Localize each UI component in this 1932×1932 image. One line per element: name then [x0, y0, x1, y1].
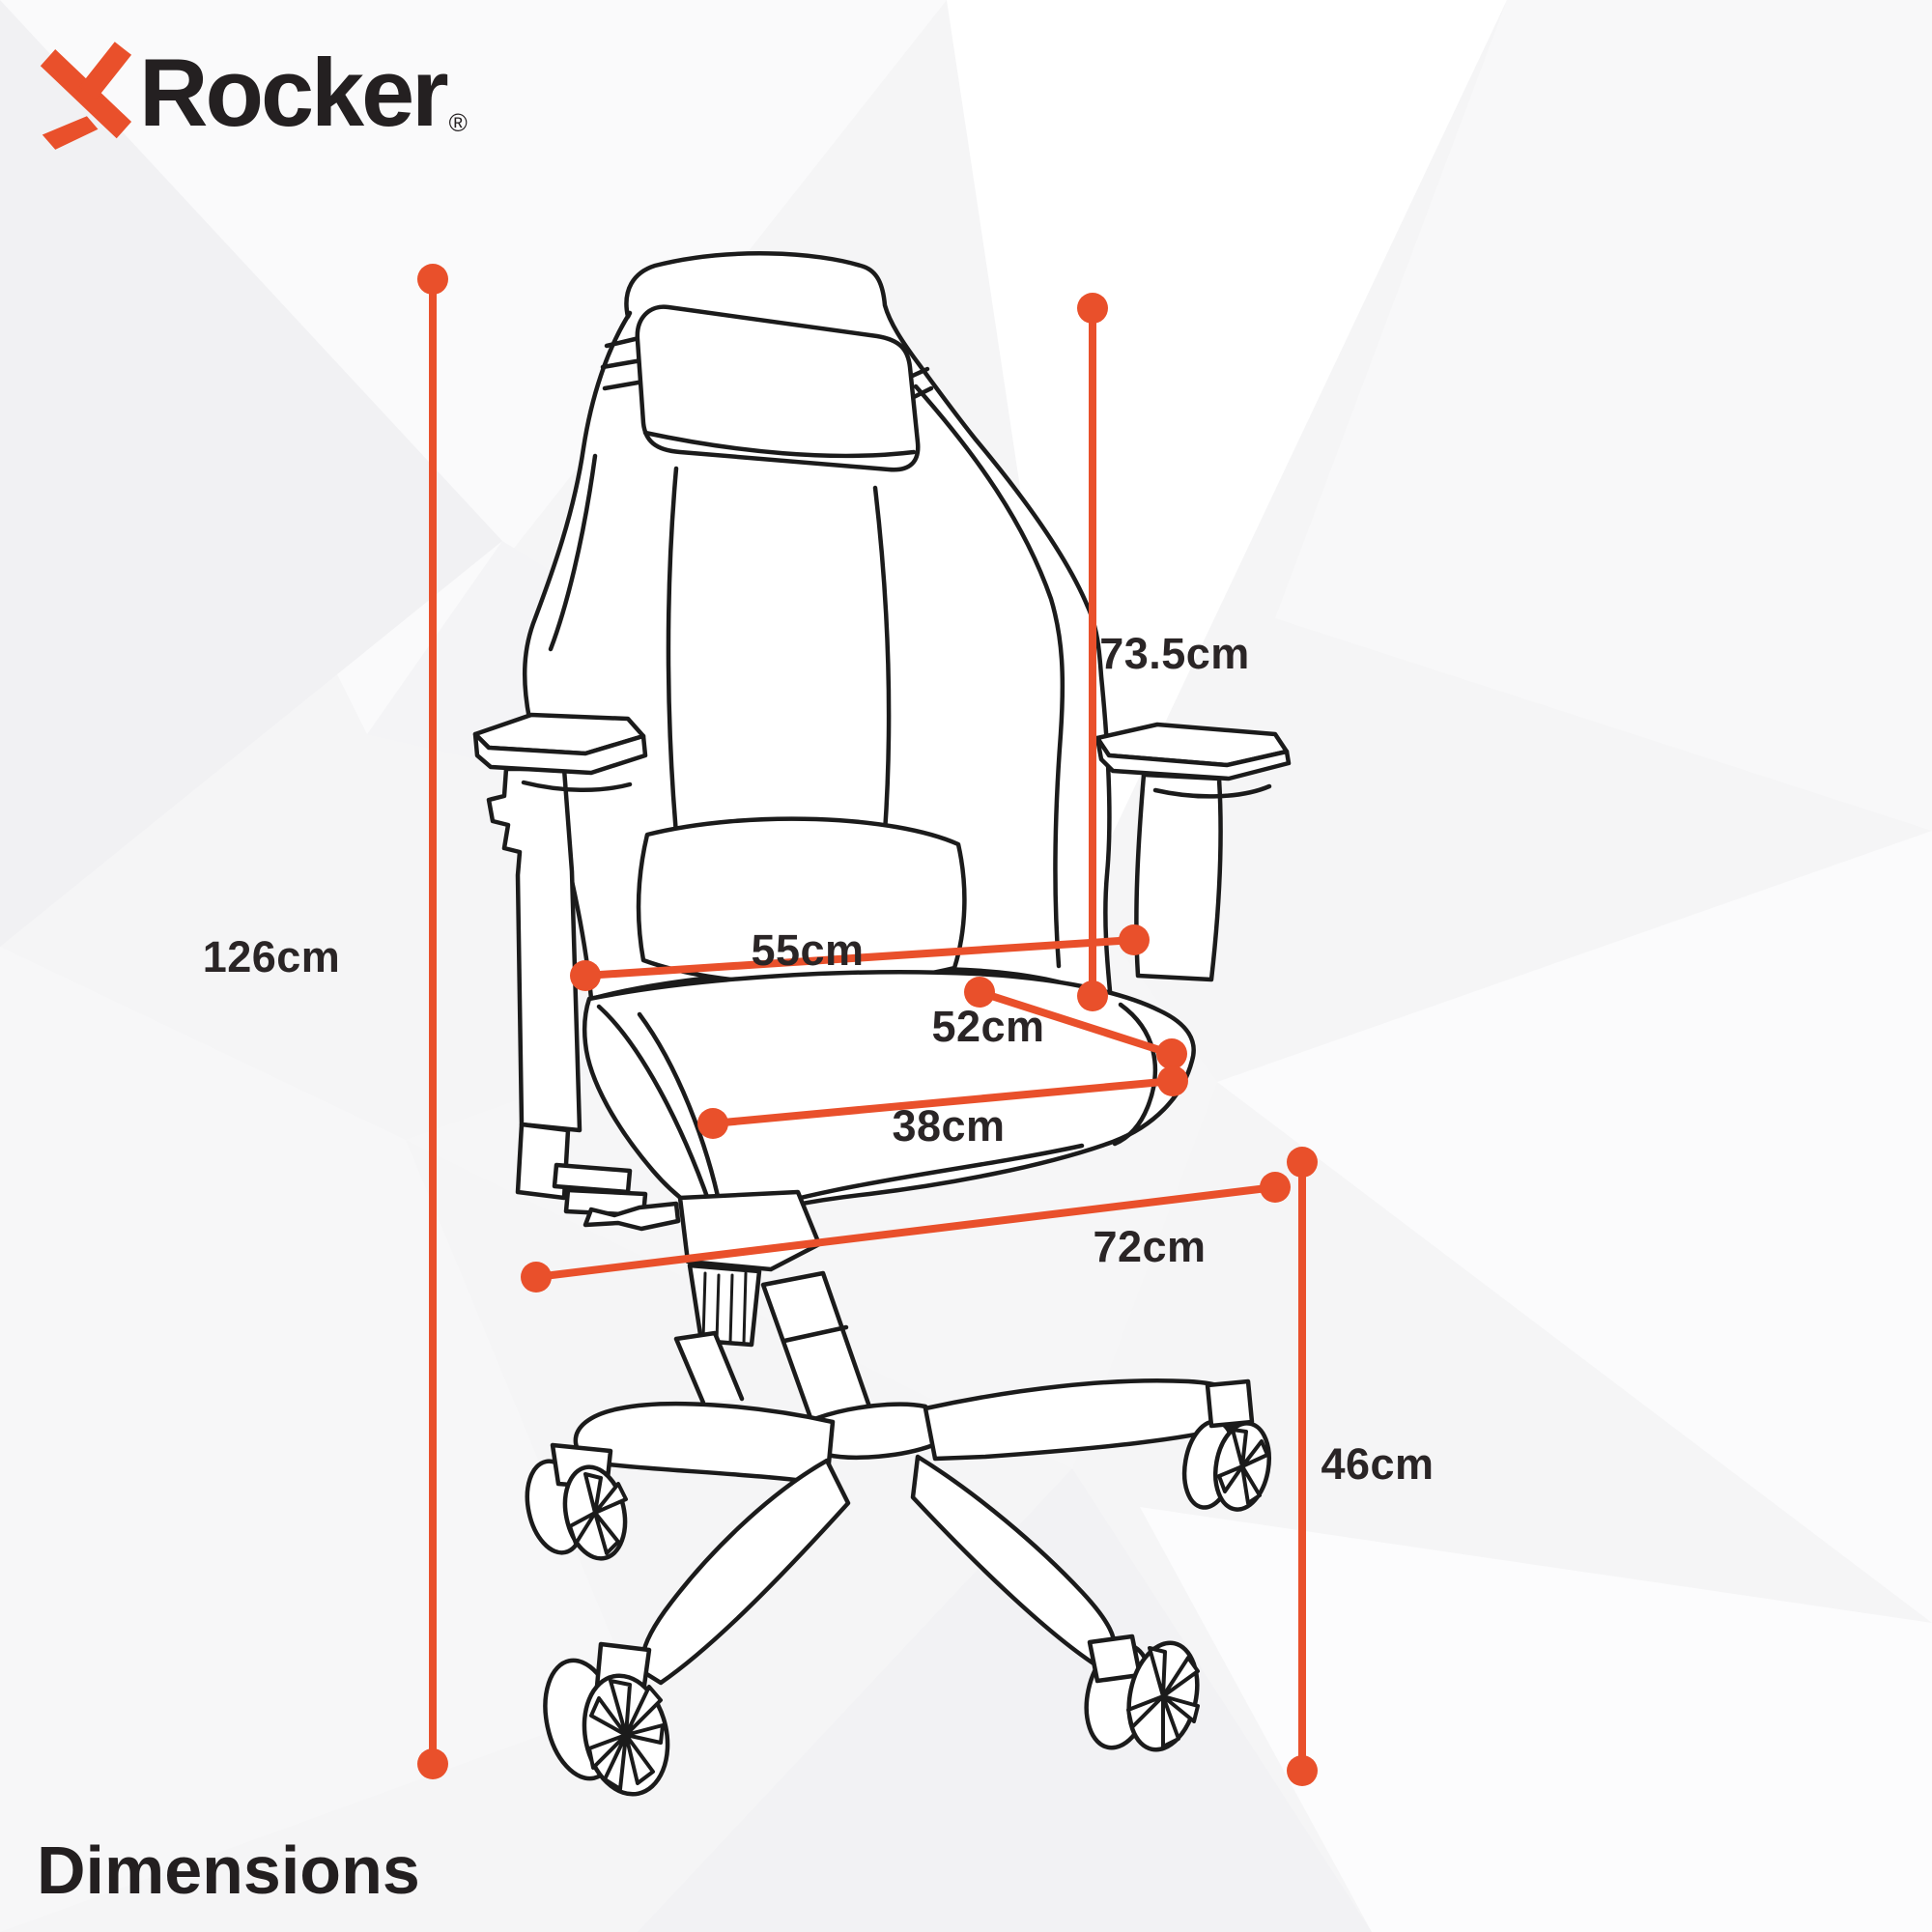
dimension-lines	[417, 264, 1318, 1786]
headrest-pillow	[635, 304, 921, 472]
seat-cushion	[582, 970, 1196, 1226]
brand-logo: Rocker®	[37, 41, 468, 155]
seat-bolster-right	[1112, 1002, 1158, 1147]
backrest-seam-right	[872, 485, 892, 836]
dimension-line-base-width	[521, 1172, 1291, 1293]
caster-left	[525, 1442, 628, 1561]
backrest-wing-seam	[913, 384, 1065, 969]
armrest-left	[472, 712, 648, 1218]
headrest-pillow-piping	[642, 430, 917, 459]
page-title: Dimensions	[37, 1833, 420, 1908]
registered-mark: ®	[448, 108, 468, 137]
brand-name: Rocker®	[139, 43, 468, 143]
dimension-line-total-height	[417, 264, 448, 1779]
backrest-left-edge-seam	[548, 453, 598, 652]
chair-line-art	[472, 251, 1292, 1797]
dimension-line-seat-width	[697, 1065, 1188, 1139]
label-back-width: 55cm	[751, 925, 865, 975]
seat-bolster-left-inner	[637, 1011, 724, 1212]
caster-front-left	[543, 1641, 670, 1797]
label-seat-width: 38cm	[892, 1101, 1006, 1151]
brand-name-text: Rocker	[139, 39, 449, 146]
label-backrest-height: 73.5cm	[1099, 629, 1250, 678]
label-base-width: 72cm	[1093, 1222, 1207, 1271]
armrest-right	[1094, 722, 1292, 982]
label-total-height: 126cm	[202, 932, 341, 981]
seat-bolster-left	[596, 1004, 718, 1222]
label-seat-height: 46cm	[1321, 1439, 1435, 1489]
base-legs	[573, 1330, 1251, 1686]
dimension-line-back-width	[570, 924, 1150, 991]
label-seat-depth: 52cm	[931, 1002, 1045, 1051]
gas-lift	[760, 1270, 936, 1460]
dimension-line-seat-height	[1287, 1147, 1318, 1786]
lumbar-cushion	[636, 816, 967, 986]
dimension-line-seat-depth	[964, 977, 1187, 1069]
caster-front-right	[1084, 1634, 1200, 1752]
caster-right	[1181, 1378, 1271, 1512]
x-rocker-x-icon	[40, 42, 132, 150]
headrest-straps	[600, 333, 934, 403]
dimension-line-backrest-height	[1077, 293, 1108, 1011]
backrest-seam-left	[666, 466, 681, 858]
